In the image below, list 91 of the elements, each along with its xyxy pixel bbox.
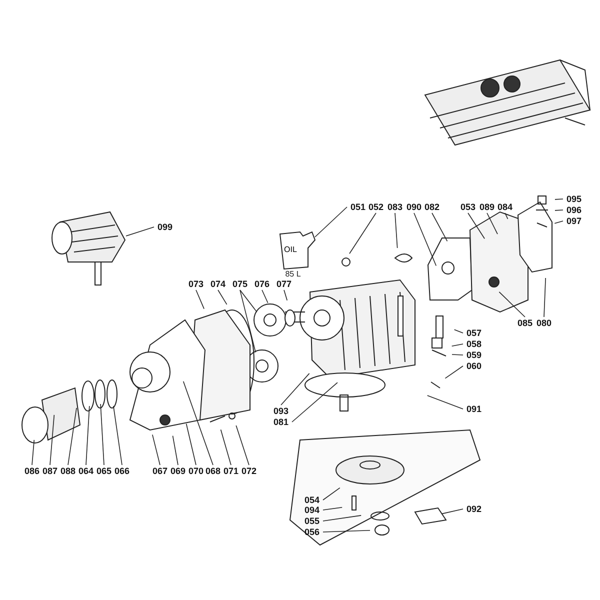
can-label: OIL: [284, 245, 297, 254]
callout-number: 076: [254, 279, 270, 289]
callout-number: 084: [497, 202, 513, 212]
callout-number: 055: [304, 516, 320, 526]
leader-line: [486, 212, 498, 234]
callout-number: 060: [466, 361, 482, 371]
callout-number: 072: [241, 466, 257, 476]
callout-number: 059: [466, 350, 482, 360]
leader-line: [186, 423, 196, 466]
callout-number: 071: [223, 466, 239, 476]
callout-number: 088: [60, 466, 76, 476]
leader-line: [314, 206, 348, 238]
callout-number: 074: [210, 279, 226, 289]
leader-line: [68, 408, 77, 466]
leader-line: [504, 212, 508, 220]
leader-line: [100, 404, 104, 466]
leader-line: [322, 506, 342, 510]
leader-line: [544, 278, 546, 318]
callout-number: 070: [188, 466, 204, 476]
callout-number: 053: [460, 202, 476, 212]
callout-number: 069: [170, 466, 186, 476]
leader-line: [280, 373, 310, 406]
leader-line: [394, 212, 398, 248]
leader-line: [322, 515, 362, 522]
callout-number: 089: [479, 202, 495, 212]
callout-number: 086: [24, 466, 40, 476]
callout-number: 083: [387, 202, 403, 212]
leader-line: [498, 292, 526, 318]
leader-line: [444, 366, 464, 379]
leader-line: [172, 435, 178, 466]
callout-number: 065: [96, 466, 112, 476]
leader-line: [284, 290, 288, 301]
leader-line: [113, 406, 122, 466]
callout-number: 085: [517, 318, 533, 328]
volume-label: 85 L: [285, 270, 301, 278]
callout-number: 080: [536, 318, 552, 328]
leader-line: [218, 290, 228, 305]
callout-number: 097: [566, 216, 582, 226]
callout-number: 068: [205, 466, 221, 476]
callout-number: 066: [114, 466, 130, 476]
leader-line: [349, 212, 376, 254]
callout-number: 081: [273, 417, 289, 427]
callout-number: 092: [466, 504, 482, 514]
leader-line: [554, 210, 564, 211]
leader-line: [414, 212, 437, 266]
leader-line: [426, 395, 464, 410]
leader-line: [451, 344, 464, 347]
callout-number: 077: [276, 279, 292, 289]
leader-line: [220, 429, 232, 466]
callout-number: 054: [304, 495, 320, 505]
leader-line: [554, 198, 564, 200]
leader-line: [236, 425, 250, 466]
callout-number: 058: [466, 339, 482, 349]
leader-line: [452, 354, 464, 356]
leader-line: [126, 226, 154, 236]
leader-line: [50, 414, 55, 466]
leader-line: [86, 406, 90, 466]
leader-line: [152, 434, 160, 466]
leader-line: [554, 220, 564, 224]
leader-line: [196, 290, 204, 310]
leader-line: [32, 440, 35, 466]
callout-number: 091: [466, 404, 482, 414]
leader-line: [454, 329, 464, 334]
leader-line: [441, 508, 464, 514]
callout-number: 052: [368, 202, 384, 212]
gearbox-drawing: [52, 211, 126, 286]
callout-number: 051: [350, 202, 366, 212]
oil-can: [278, 230, 316, 270]
leader-line: [468, 212, 485, 239]
callout-number: 094: [304, 505, 320, 515]
leader-line: [182, 381, 214, 466]
callout-number: 073: [188, 279, 204, 289]
leader-line: [262, 290, 268, 304]
callout-number: 064: [78, 466, 94, 476]
callout-number: 057: [466, 328, 482, 338]
callout-number: 099: [157, 222, 173, 232]
callout-number: 093: [273, 406, 289, 416]
leader-line: [432, 212, 448, 242]
callout-number: 082: [424, 202, 440, 212]
leader-line: [322, 487, 340, 500]
leader-line: [322, 530, 370, 532]
leader-line: [240, 290, 256, 353]
callout-number: 096: [566, 205, 582, 215]
callout-number: 056: [304, 527, 320, 537]
leader-line: [292, 382, 338, 422]
callout-number: 095: [566, 194, 582, 204]
callout-number: 067: [152, 466, 168, 476]
callout-number: 087: [42, 466, 58, 476]
callout-number: 075: [232, 279, 248, 289]
leader-line: [240, 290, 258, 312]
callout-number: 090: [406, 202, 422, 212]
